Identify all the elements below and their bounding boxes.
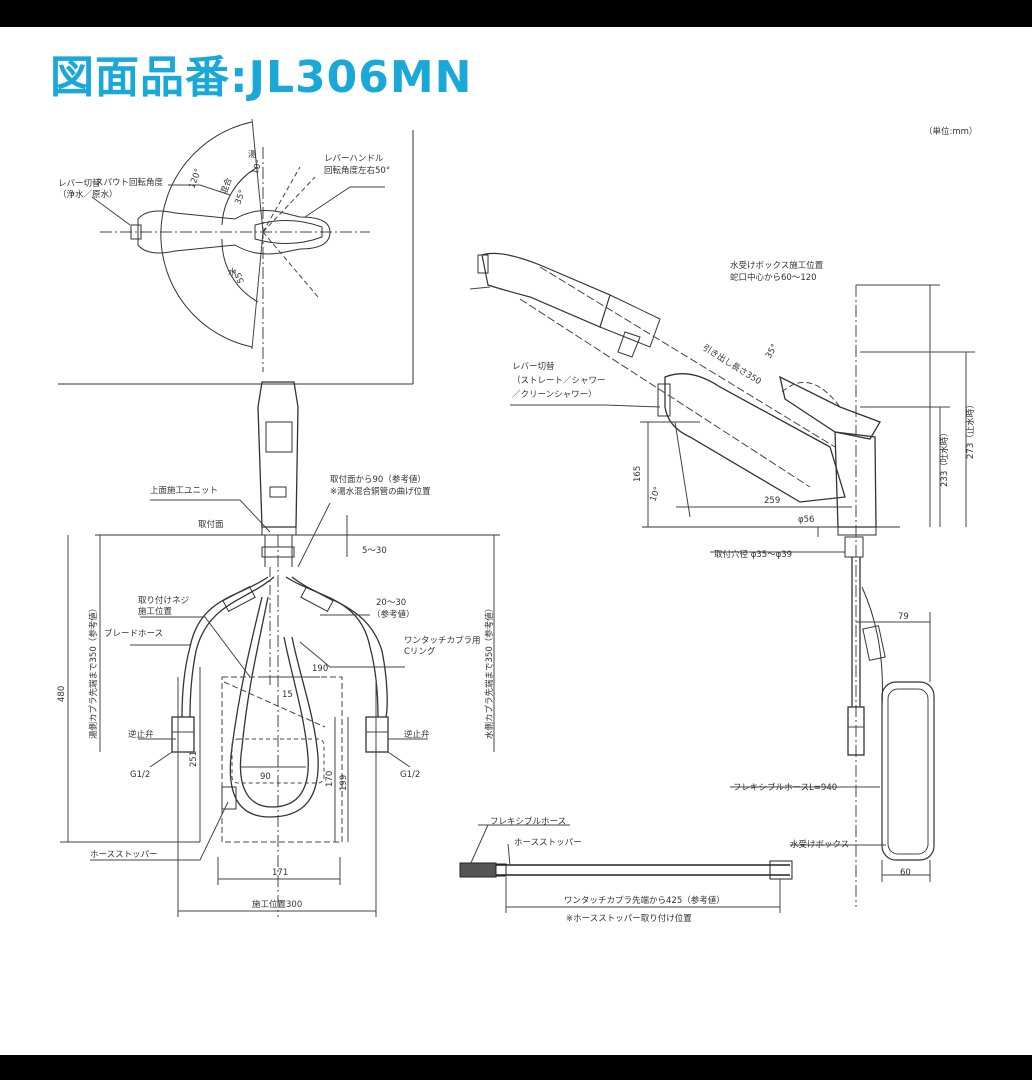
from-mount-label: 取付面から90（参考値） xyxy=(330,474,426,485)
hose-stopper-hv: ホースストッパー xyxy=(514,838,582,848)
label-mizu: 水 xyxy=(228,267,237,278)
water-box-sub: 蛇口中心から60～120 xyxy=(730,272,817,283)
dim-190: 190 xyxy=(312,664,328,674)
angle-35: 35° xyxy=(233,188,248,206)
screw-sub: 施工位置 xyxy=(138,606,173,617)
dim-5-30: 5～30 xyxy=(362,546,387,556)
dim-251: 251 xyxy=(189,751,199,767)
lever-switch-side-3: ／クリーンシャワー） xyxy=(512,389,597,400)
screw-label: 取り付けネジ xyxy=(138,595,189,606)
angle-120: 120° xyxy=(187,167,203,190)
coupler-sub: Cリング xyxy=(404,646,436,657)
angle-10: 10° xyxy=(250,158,265,176)
right-vertical-dim: 水側カプラ先端まで350（参考値） xyxy=(484,604,495,739)
label-kon: 混合 xyxy=(218,176,234,196)
dim-79: 79 xyxy=(898,612,909,622)
water-box-label: 水受けボックス xyxy=(790,839,849,850)
check-valve-left: 逆止弁 xyxy=(128,729,154,740)
dim-480: 480 xyxy=(57,686,67,702)
dim-90: 90 xyxy=(260,772,271,782)
dim-15: 15 xyxy=(282,690,293,700)
dim-233: 233（吐水時） xyxy=(939,428,950,487)
install-pos-label: 施工位置300 xyxy=(252,899,302,910)
flex-hose-label: フレキシブルホース xyxy=(490,816,566,827)
technical-drawing: （単位:mm） スパウト回転角度 レバー切替 （浄水／原水） レバーハンドル 回… xyxy=(57,118,977,924)
braided-hose-label: ブレードホース xyxy=(104,628,163,639)
hose-view xyxy=(459,824,793,913)
unit-note: （単位:mm） xyxy=(924,126,977,137)
mount-hole: 取付穴径 φ35～φ39 xyxy=(714,549,792,560)
lever-switch-sub: （浄水／原水） xyxy=(58,189,118,200)
spout-rotation-label: スパウト回転角度 xyxy=(95,177,164,188)
hose-stopper-note: ※ホースストッパー取り付け位置 xyxy=(566,913,692,924)
hose-stopper-label: ホースストッパー xyxy=(90,850,158,860)
lever-switch-side: レバー切替 xyxy=(512,361,555,372)
lever-handle-label: レバーハンドル xyxy=(324,154,384,164)
mount-surface-label: 取付面 xyxy=(198,519,224,530)
check-valve-right: 逆止弁 xyxy=(404,729,430,740)
dim-273: 273（止水時） xyxy=(965,400,976,459)
left-vertical-dim: 湯側カプラ先端まで350（参考値） xyxy=(88,604,99,739)
side-angle-35: 35° xyxy=(764,342,780,360)
dim-60: 60 xyxy=(900,868,911,878)
dim-199: 199 xyxy=(339,775,349,791)
side-angle-10: 10° xyxy=(648,485,663,503)
lever-switch-side-2: （ストレート／シャワー xyxy=(512,375,606,386)
lever-handle-sub: 回転角度左右50° xyxy=(324,165,390,176)
front-view xyxy=(60,381,500,917)
side-view xyxy=(469,252,975,907)
g-left: G1/2 xyxy=(130,770,150,780)
ref-value: （参考値） xyxy=(372,609,415,620)
phi56: φ56 xyxy=(798,515,814,525)
g-right: G1/2 xyxy=(400,770,420,780)
dim-20-30: 20～30 xyxy=(376,598,406,608)
from-mount-note: ※湯水混合銅管の曲げ位置 xyxy=(330,486,431,497)
water-box-pos: 水受けボックス施工位置 xyxy=(730,260,824,271)
dim-165: 165 xyxy=(633,466,643,482)
coupler-label: ワンタッチカプラ用 xyxy=(404,636,481,646)
label-yu: 湯 xyxy=(248,149,257,160)
flex-hose-length: フレキシブルホースL=940 xyxy=(733,782,837,793)
top-view xyxy=(58,118,414,385)
page-title: 図面品番:JL306MN xyxy=(50,52,473,103)
drawing-sheet: 図面品番:JL306MN xyxy=(0,27,1032,1055)
dim-171: 171 xyxy=(272,868,288,878)
dim-259: 259 xyxy=(764,496,780,506)
top-unit-label: 上面施工ユニット xyxy=(150,485,218,496)
lever-switch-label: レバー切替 xyxy=(58,178,101,189)
angle-55: 55° xyxy=(232,267,247,285)
dim-170: 170 xyxy=(325,771,335,787)
from-coupler-dim: ワンタッチカプラ先端から425（参考値） xyxy=(564,895,725,906)
